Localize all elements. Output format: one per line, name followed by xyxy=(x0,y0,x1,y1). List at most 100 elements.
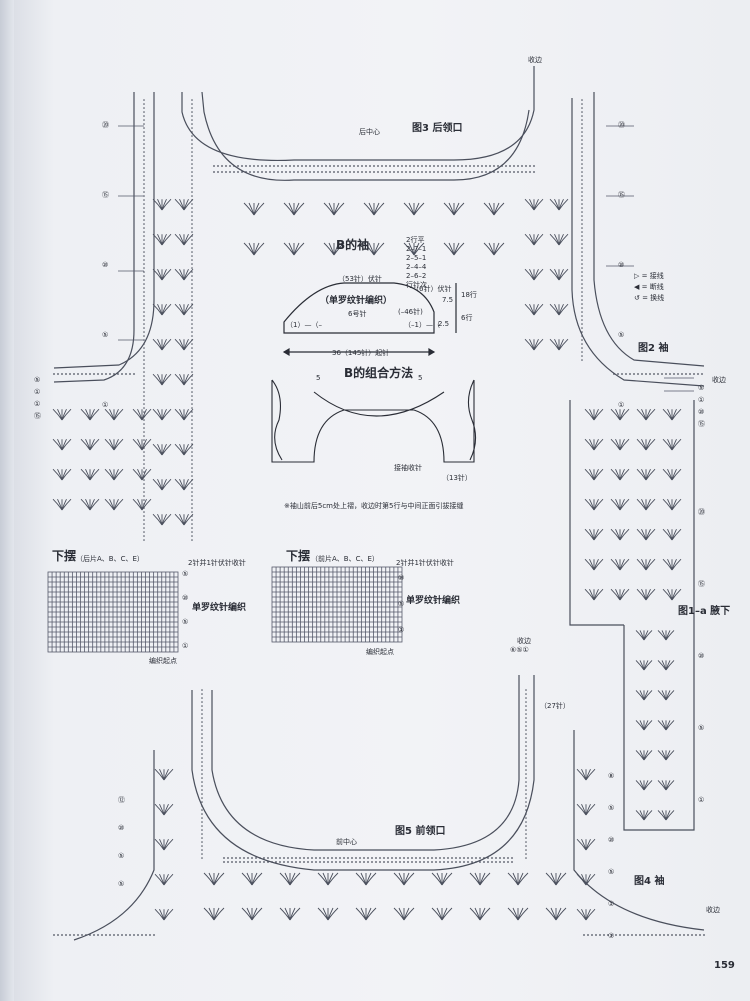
hem-back-grid xyxy=(47,571,179,653)
assembly-b-count: （13针） xyxy=(442,474,472,482)
sleeve-b-rows-6: 6行 xyxy=(461,314,473,322)
underarm-label-3: ⑤ xyxy=(698,724,705,732)
assembly-b-title: B的组合方法 xyxy=(344,366,414,380)
sleeve-b-needle: 6号针 xyxy=(348,310,367,318)
right-top-label-4: ① xyxy=(618,401,625,409)
fig3-back-neckline xyxy=(53,66,705,387)
hem-back-subtitle: （后片A、B、C、E） xyxy=(76,555,144,563)
decrease-row-0: 2行平 xyxy=(406,236,425,244)
hem-back-row-1: ⑩ xyxy=(182,594,189,602)
hem-back-pattern: 单罗纹针编织 xyxy=(192,603,247,613)
fig5-stitch-count: （27针） xyxy=(540,702,570,710)
right-top-label-3: ⑤ xyxy=(618,331,625,339)
assembly-b-joint: 接袖收针 xyxy=(394,464,422,472)
hem-back-row-3: ① xyxy=(182,642,189,650)
hem-back-title: 下摆 xyxy=(52,549,77,563)
dotted-rows xyxy=(53,99,705,936)
left-top-label-4: ① xyxy=(102,401,109,409)
fig3-label: 图3 后领口 xyxy=(412,123,463,134)
front-left-label-3: ⑤ xyxy=(118,880,125,888)
left-mid-label-3: ⑮ xyxy=(34,412,41,420)
sleeve-b-shape xyxy=(282,282,457,357)
sleeve-right-label-0: ⑤ xyxy=(698,384,705,392)
decrease-row-2: 2–5–1 xyxy=(406,254,427,262)
left-top-label-0: ⑳ xyxy=(102,121,109,129)
front-right-label-1: ⑤ xyxy=(608,804,615,812)
front-right-label-4: ① xyxy=(608,900,615,908)
hem-front-bind: 2针并1针伏针收针 xyxy=(396,559,454,567)
fig2-sleeve-column xyxy=(569,400,695,831)
hem-front-row-1: ⑤ xyxy=(398,600,405,608)
front-right-label-2: ⑩ xyxy=(608,836,615,844)
front-right-label-5: ① xyxy=(608,932,615,940)
legend-item-1: ◀ = 断线 xyxy=(634,283,664,291)
decrease-row-4: 2–6–2 xyxy=(406,272,427,280)
front-left-label-2: ⑤ xyxy=(118,852,125,860)
sleeve-b-rows-18: 18行 xyxy=(461,291,477,299)
fig2-label: 图2 袖 xyxy=(638,343,669,354)
hem-front-grid xyxy=(271,566,403,643)
sleeve-right-label-1: ① xyxy=(698,396,705,404)
hem-front-row-0: ⑩ xyxy=(398,574,405,582)
fig5-bind-off-top: 收边 xyxy=(517,637,531,645)
decrease-row-5: 行针次 xyxy=(406,281,427,289)
sleeve-right-label-3: ⑮ xyxy=(698,420,705,428)
hem-back-bind: 2针并1针伏针收针 xyxy=(188,559,246,567)
book-binding xyxy=(0,0,14,1001)
front-right-label-3: ⑤ xyxy=(608,868,615,876)
fig5-center-label: 前中心 xyxy=(336,838,357,846)
decrease-row-1: 2–7–1 xyxy=(406,245,427,253)
left-top-label-1: ⑮ xyxy=(102,191,109,199)
hem-back-start: 编织起点 xyxy=(149,657,177,665)
underarm-label-0: ⑳ xyxy=(698,508,705,516)
left-mid-label-0: ⑤ xyxy=(34,376,41,384)
left-mid-label-2: ① xyxy=(34,400,41,408)
left-top-label-2: ⑩ xyxy=(102,261,109,269)
underarm-label-2: ⑩ xyxy=(698,652,705,660)
assembly-b-note: ※袖山前后5cm处上褶，收边时第5行与中间正面引拔接缝 xyxy=(284,502,464,510)
row-leaders xyxy=(118,125,694,392)
underarm-label-1: ⑮ xyxy=(698,580,705,588)
hem-front-start: 编织起点 xyxy=(366,648,394,656)
front-left-label-1: ⑩ xyxy=(118,824,125,832)
sleeve-right-label-2: ⑩ xyxy=(698,408,705,416)
sleeve-b-decrease: (–46针) xyxy=(398,308,423,316)
underarm-label-4: ① xyxy=(698,796,705,804)
sleeve-b-left-label: （1）—（– xyxy=(286,321,322,329)
hem-front-subtitle: （前片A、B、C、E） xyxy=(311,555,379,563)
fig3-center-label: 后中心 xyxy=(359,128,380,136)
sleeve-b-right-label: （–1）—（ xyxy=(404,321,440,329)
sleeve-b-bind-note: （6针）伏针 xyxy=(412,285,452,293)
left-mid-label-1: ① xyxy=(34,388,41,396)
right-top-label-0: ⑳ xyxy=(618,121,625,129)
sleeve-b-pattern: （单罗纹针编织） xyxy=(320,296,393,306)
fig5-top-nums: ⑥⑤① xyxy=(510,646,529,654)
crochet-pattern-page: 图3 后领口 后中心 收边 B的袖 （53针）伏针 （单罗纹针编织） 6号针 （… xyxy=(14,0,750,1001)
fig3-bind-off-label: 收边 xyxy=(528,56,542,64)
front-left-label-0: ⑫ xyxy=(118,796,125,804)
legend-item-2: ↺ = 换线 xyxy=(634,294,665,302)
hem-front-row-2: ① xyxy=(398,626,405,634)
left-top-label-3: ⑤ xyxy=(102,331,109,339)
assembly-b-shape xyxy=(271,379,477,463)
assembly-b-num-left: 5 xyxy=(316,374,321,382)
fig4-label: 图4 袖 xyxy=(634,876,665,887)
sleeve-b-cast-on: 36（145针）起针 xyxy=(332,349,390,357)
right-top-label-2: ⑩ xyxy=(618,261,625,269)
fig2-bind-off: 收边 xyxy=(712,376,726,384)
hem-back-row-0: ⑤ xyxy=(182,570,189,578)
hem-front-pattern: 单罗纹针编织 xyxy=(406,596,461,606)
fig1a-label: 图1–a 腋下 xyxy=(678,606,731,617)
assembly-b-num-right: 5 xyxy=(418,374,423,382)
right-top-label-1: ⑮ xyxy=(618,191,625,199)
decrease-row-3: 2–4–4 xyxy=(406,263,427,271)
fig4-bind-off: 收边 xyxy=(706,906,720,914)
front-right-label-0: ⑧ xyxy=(608,772,615,780)
hem-front-title: 下摆 xyxy=(286,549,311,563)
fig5-label: 图5 前领口 xyxy=(395,826,446,837)
sleeve-b-top-label: （53针）伏针 xyxy=(338,275,382,283)
sleeve-b-cm-75: 7.5 xyxy=(442,296,454,304)
stitch-symbols xyxy=(52,198,682,921)
legend-item-0: ▷ = 接线 xyxy=(634,272,664,280)
sleeve-b-title: B的袖 xyxy=(336,238,370,252)
